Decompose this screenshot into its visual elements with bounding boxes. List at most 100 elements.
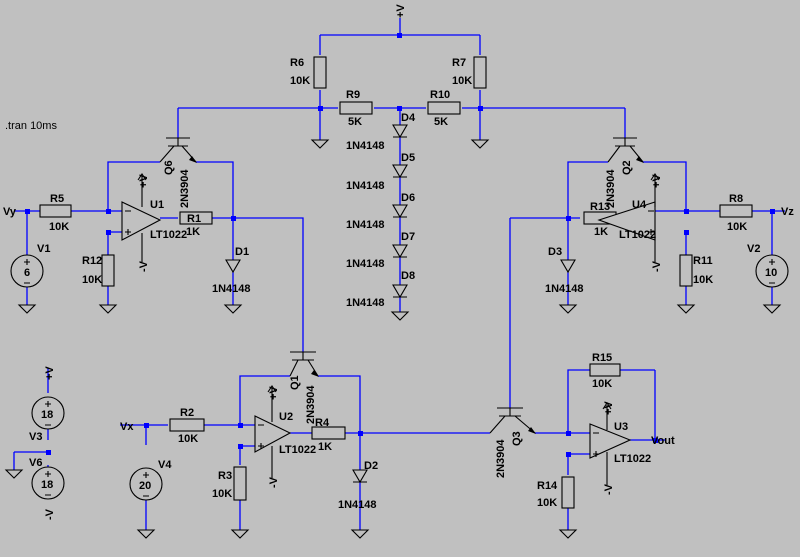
label-D4: D4: [401, 112, 416, 124]
label-U4: U4: [632, 199, 647, 211]
rail-u1-vplus: +V: [138, 174, 150, 188]
model-D2: 1N4148: [338, 499, 377, 511]
resistor-R15[interactable]: [589, 363, 621, 377]
resistor-R9[interactable]: [339, 101, 373, 115]
source-V2[interactable]: [755, 254, 789, 288]
value-R12: 10K: [82, 274, 102, 286]
diode-D5[interactable]: [392, 164, 408, 179]
rail-u4-vplus: +V: [651, 174, 663, 188]
value-R10: 5K: [434, 116, 448, 128]
diode-D1[interactable]: [225, 259, 241, 274]
value-R11: 10K: [693, 274, 713, 286]
source-V4[interactable]: [129, 467, 163, 501]
diode-D3[interactable]: [560, 259, 576, 274]
voltage-sources: [10, 254, 789, 501]
opamp-U3[interactable]: [589, 402, 632, 485]
model-D5: 1N4148: [346, 180, 385, 192]
label-D8: D8: [401, 270, 415, 282]
net-label-vplus-top: +V: [395, 4, 407, 18]
rail-u3-vplus: +V: [603, 401, 615, 415]
resistor-R14[interactable]: [561, 476, 575, 509]
value-R7: 10K: [452, 75, 472, 87]
label-D6: D6: [401, 192, 415, 204]
diode-D6[interactable]: [392, 204, 408, 219]
resistor-R12[interactable]: [101, 254, 115, 287]
junction-dot: [144, 423, 149, 428]
diode-D8[interactable]: [392, 284, 408, 299]
value-R1: 1K: [186, 226, 200, 238]
diode-D2[interactable]: [352, 469, 368, 484]
label-V1: V1: [37, 243, 50, 255]
resistor-R6[interactable]: [313, 56, 327, 89]
value-V2: 10: [765, 267, 777, 279]
text-labels: .tran 10ms +V Vy Vz Vx Vout +V -V +V -V …: [3, 4, 794, 520]
label-R10: R10: [430, 89, 450, 101]
label-R5: R5: [50, 193, 64, 205]
model-U2: LT1022: [279, 444, 316, 456]
junction-dot: [770, 209, 775, 214]
opamp-U1[interactable]: [121, 173, 162, 262]
wires: [13, 18, 785, 530]
opamp-U2[interactable]: [254, 385, 292, 478]
model-U4: LT1022: [619, 229, 656, 241]
source-V3[interactable]: [31, 396, 65, 430]
label-Q2: Q2: [621, 160, 633, 175]
rail-v3-vplus: +V: [44, 366, 56, 380]
label-R7: R7: [452, 57, 466, 69]
resistor-R1[interactable]: [179, 211, 213, 225]
net-label-vx: Vx: [120, 421, 134, 433]
resistor-R4[interactable]: [311, 426, 346, 440]
value-V1: 6: [24, 267, 30, 279]
resistor-R5[interactable]: [39, 204, 72, 218]
junction-dot: [566, 452, 571, 457]
value-R5: 10K: [49, 221, 69, 233]
value-V3: 18: [41, 409, 53, 421]
model-D1: 1N4148: [212, 283, 251, 295]
label-R11: R11: [693, 255, 713, 267]
junction-dot: [231, 216, 236, 221]
model-D8: 1N4148: [346, 297, 385, 309]
label-Q6: Q6: [163, 160, 175, 175]
opamps: [121, 173, 660, 485]
value-R9: 5K: [348, 116, 362, 128]
resistor-R11[interactable]: [679, 254, 693, 287]
transistor-Q1[interactable]: [289, 351, 319, 377]
source-V6[interactable]: [31, 466, 65, 500]
wire: [239, 375, 490, 530]
transistor-Q6[interactable]: [159, 137, 197, 163]
label-R14: R14: [537, 480, 558, 492]
value-R2: 10K: [178, 433, 198, 445]
diodes: [225, 124, 576, 484]
source-V1[interactable]: [10, 254, 44, 288]
model-D3: 1N4148: [545, 283, 584, 295]
junction-dot: [684, 230, 689, 235]
model-Q6: 2N3904: [179, 169, 191, 208]
opamp-U4[interactable]: [597, 173, 660, 262]
rail-u2-vminus: -V: [268, 476, 280, 488]
model-D6: 1N4148: [346, 219, 385, 231]
label-V4: V4: [158, 459, 172, 471]
model-U3: LT1022: [614, 453, 651, 465]
resistor-R2[interactable]: [169, 418, 205, 432]
junction-dots: [25, 33, 775, 457]
resistor-R3[interactable]: [233, 466, 247, 501]
value-R8: 10K: [727, 221, 747, 233]
value-V4: 20: [139, 480, 151, 492]
label-V6: V6: [29, 457, 42, 469]
diode-D7[interactable]: [392, 244, 408, 259]
junction-dot: [684, 209, 689, 214]
junction-dot: [478, 106, 483, 111]
junction-dot: [653, 438, 658, 443]
transistor-Q3[interactable]: [489, 407, 536, 434]
grounds: [4, 139, 782, 539]
resistor-R7[interactable]: [473, 56, 487, 89]
rail-u3-vminus: -V: [603, 483, 615, 495]
transistors: [159, 137, 644, 434]
junction-dot: [106, 209, 111, 214]
transistor-Q2[interactable]: [607, 137, 644, 163]
resistor-R10[interactable]: [427, 101, 461, 115]
resistor-R8[interactable]: [719, 204, 753, 218]
label-R2: R2: [180, 407, 194, 419]
diode-D4[interactable]: [392, 124, 408, 139]
label-R9: R9: [346, 89, 360, 101]
